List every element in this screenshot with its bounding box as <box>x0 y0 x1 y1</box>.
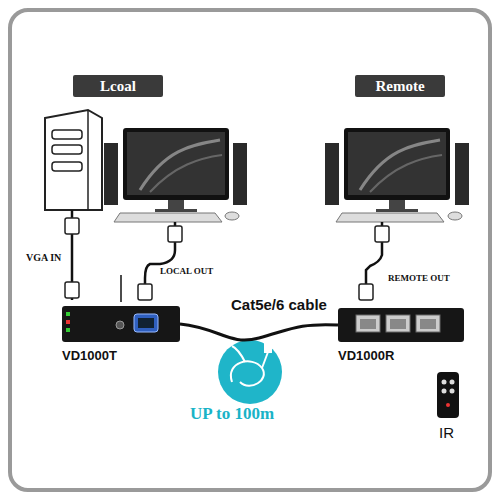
section-band: Lcoal <box>73 75 163 97</box>
cable-badge <box>218 340 282 404</box>
monitor <box>344 128 450 212</box>
speaker <box>104 143 118 205</box>
signal-label: VGA IN <box>26 252 61 263</box>
vdt-device <box>62 306 180 342</box>
vga-connector <box>65 218 389 300</box>
vdr-device <box>338 308 464 342</box>
outer-frame <box>10 10 490 490</box>
device-box: IR <box>437 372 459 418</box>
keyboard <box>114 212 239 222</box>
signal-label: LOCAL OUT <box>160 266 213 276</box>
device-box: VD1000T <box>62 306 180 342</box>
device-name: VD1000R <box>338 348 394 363</box>
section-title: Lcoal <box>100 78 136 95</box>
keyboard <box>336 212 462 222</box>
speaker <box>325 143 339 205</box>
cat5-cable <box>180 324 338 340</box>
audio-cable <box>120 275 122 302</box>
device-name: IR <box>439 424 454 441</box>
speaker <box>233 143 247 205</box>
device-box: VD1000R <box>338 308 464 342</box>
section-title: Remote <box>375 78 424 95</box>
signal-label: REMOTE OUT <box>388 273 450 283</box>
distance-note: UP to 100m <box>190 404 274 424</box>
vga-cable <box>72 210 382 300</box>
edge-label: Cat5e/6 cable <box>229 296 329 313</box>
ir-device <box>437 372 459 418</box>
device-name: VD1000T <box>62 348 117 363</box>
pc-tower <box>45 110 102 210</box>
section-band: Remote <box>355 75 445 97</box>
speaker <box>455 143 469 205</box>
monitor <box>123 128 229 212</box>
